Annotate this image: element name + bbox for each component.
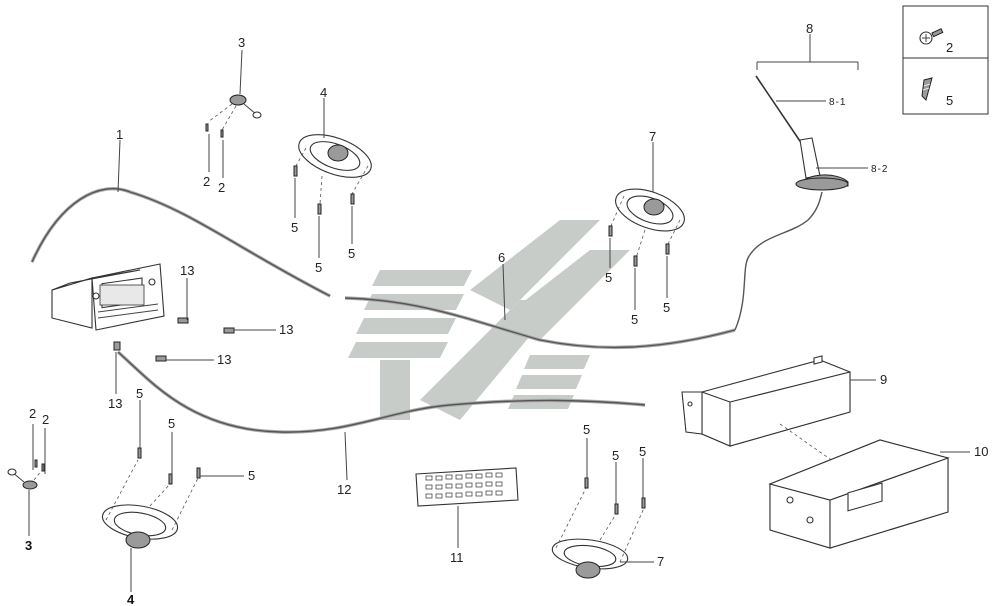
- callout-5-a: 5: [291, 220, 298, 235]
- callout-8-2: 8-2: [871, 164, 888, 175]
- callout-5-l: 5: [639, 444, 646, 459]
- callout-5-k: 5: [612, 448, 619, 463]
- callout-6: 6: [498, 250, 505, 265]
- cable-1: [30, 187, 331, 298]
- callout-7-top: 7: [649, 129, 656, 144]
- legend-screw-number: 2: [946, 40, 953, 55]
- callout-13-b: 13: [279, 322, 293, 337]
- remote-11: [415, 467, 519, 507]
- callout-5-d: 5: [605, 270, 612, 285]
- speaker-7-top: [609, 188, 685, 259]
- callout-10: 10: [974, 444, 988, 459]
- cable-12: [116, 350, 646, 434]
- callout-5-j: 5: [583, 422, 590, 437]
- callout-13-a: 13: [180, 263, 194, 278]
- radio-head-unit: [51, 263, 165, 331]
- callout-4-bottom: 4: [127, 592, 135, 606]
- callout-7-bottom: 7: [657, 554, 664, 569]
- callout-2-a: 2: [203, 174, 210, 189]
- callout-5-i: 5: [248, 468, 255, 483]
- callout-5-e: 5: [631, 312, 638, 327]
- callout-9: 9: [880, 372, 887, 387]
- screw-icon: [919, 28, 944, 45]
- leader-lines: [28, 34, 970, 592]
- callout-8: 8: [806, 21, 813, 36]
- assembly-line: [779, 423, 841, 467]
- cable-6: [344, 296, 736, 350]
- cd-changer-10: [768, 439, 950, 549]
- callout-5-h: 5: [168, 416, 175, 431]
- antenna-cable: [734, 191, 823, 331]
- antenna-8: [755, 75, 849, 191]
- callout-13-d: 13: [108, 396, 122, 411]
- connector-3-top: [207, 94, 262, 131]
- speaker-4-top: [295, 134, 372, 205]
- speaker-7-bottom: [551, 487, 645, 579]
- small-screws: [34, 123, 224, 472]
- legend-box: 2 5: [902, 5, 989, 115]
- callout-4-top: 4: [320, 85, 327, 100]
- callout-2-c: 2: [29, 406, 36, 421]
- legend-tapping-number: 5: [946, 93, 953, 108]
- callout-labels: 1 3 2 2 4 5 5 5 6 7 5 5 5 8 8-1 8-2 13 1…: [25, 21, 988, 606]
- callout-1: 1: [116, 127, 123, 142]
- speaker-4-bottom: [101, 459, 199, 549]
- callout-11: 11: [450, 550, 464, 565]
- callout-12: 12: [337, 482, 351, 497]
- callout-2-d: 2: [42, 412, 49, 427]
- callout-8-1: 8-1: [829, 97, 846, 108]
- callout-5-b: 5: [315, 260, 322, 275]
- watermark-logo: [348, 220, 630, 420]
- callout-5-c: 5: [348, 246, 355, 261]
- connector-3-bottom: [7, 468, 43, 490]
- callout-5-g: 5: [136, 386, 143, 401]
- callout-3-top: 3: [238, 35, 245, 50]
- tapping-screw-icon: [921, 77, 933, 101]
- callout-2-b: 2: [218, 180, 225, 195]
- screws: [137, 165, 670, 515]
- case-9: [681, 355, 851, 447]
- callout-13-c: 13: [217, 352, 231, 367]
- screws-13: [113, 317, 235, 362]
- callout-3-bottom: 3: [25, 538, 32, 553]
- callout-5-f: 5: [663, 300, 670, 315]
